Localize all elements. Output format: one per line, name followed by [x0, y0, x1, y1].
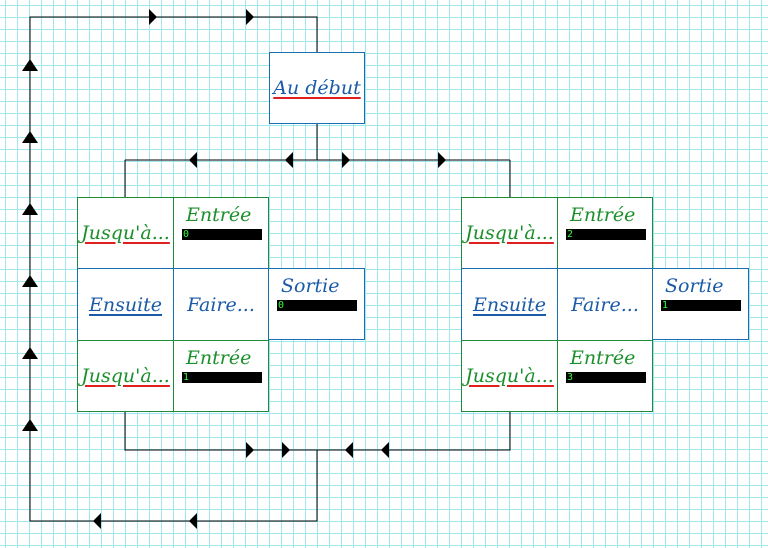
right-input-bottom-block[interactable]: Entrée 3 — [557, 340, 653, 412]
right-output-block[interactable]: Sortie 1 — [652, 268, 749, 340]
input-label: Entrée — [570, 347, 636, 369]
input-value: 2 — [566, 229, 646, 240]
right-then-block[interactable]: Ensuite — [461, 268, 558, 341]
input-value: 1 — [182, 372, 262, 383]
arrow-left — [285, 152, 293, 168]
left-input-bottom-block[interactable]: Entrée 1 — [173, 340, 269, 412]
until-label: Jusqu'à... — [81, 365, 170, 387]
arrow-left — [345, 442, 353, 458]
arrow-left — [381, 442, 389, 458]
arrow-up — [22, 59, 38, 71]
right-until-bottom-block[interactable]: Jusqu'à... — [461, 340, 558, 412]
arrow-up — [22, 203, 38, 215]
do-label: Faire... — [571, 293, 639, 316]
arrow-left — [189, 513, 197, 529]
output-value: 1 — [661, 300, 741, 311]
arrow-right — [246, 442, 254, 458]
left-input-top-block[interactable]: Entrée 0 — [173, 197, 269, 269]
input-label: Entrée — [186, 204, 252, 226]
arrow-right — [438, 152, 446, 168]
until-label: Jusqu'à... — [465, 365, 554, 387]
arrow-up — [22, 275, 38, 287]
arrow-right — [342, 152, 350, 168]
right-input-top-block[interactable]: Entrée 2 — [557, 197, 653, 269]
arrow-left — [189, 152, 197, 168]
start-block[interactable]: Au début — [269, 52, 365, 124]
output-label: Sortie — [665, 275, 724, 297]
input-value: 3 — [566, 372, 646, 383]
input-label: Entrée — [186, 347, 252, 369]
arrow-left — [93, 513, 101, 529]
do-label: Faire... — [187, 293, 255, 316]
left-until-bottom-block[interactable]: Jusqu'à... — [77, 340, 174, 412]
start-label: Au début — [273, 77, 361, 99]
arrow-right — [149, 9, 157, 25]
input-label: Entrée — [570, 204, 636, 226]
arrow-up — [22, 419, 38, 431]
output-label: Sortie — [281, 275, 340, 297]
left-do-block[interactable]: Faire... — [173, 268, 269, 341]
then-label: Ensuite — [88, 293, 163, 316]
arrow-right — [282, 442, 290, 458]
left-then-block[interactable]: Ensuite — [77, 268, 174, 341]
then-label: Ensuite — [472, 293, 547, 316]
until-label: Jusqu'à... — [81, 222, 170, 244]
left-output-block[interactable]: Sortie 0 — [268, 268, 365, 340]
right-until-top-block[interactable]: Jusqu'à... — [461, 197, 558, 269]
input-value: 0 — [182, 229, 262, 240]
output-value: 0 — [277, 300, 357, 311]
arrow-up — [22, 347, 38, 359]
arrow-right — [246, 9, 254, 25]
right-do-block[interactable]: Faire... — [557, 268, 653, 341]
until-label: Jusqu'à... — [465, 222, 554, 244]
arrow-up — [22, 131, 38, 143]
left-until-top-block[interactable]: Jusqu'à... — [77, 197, 174, 269]
